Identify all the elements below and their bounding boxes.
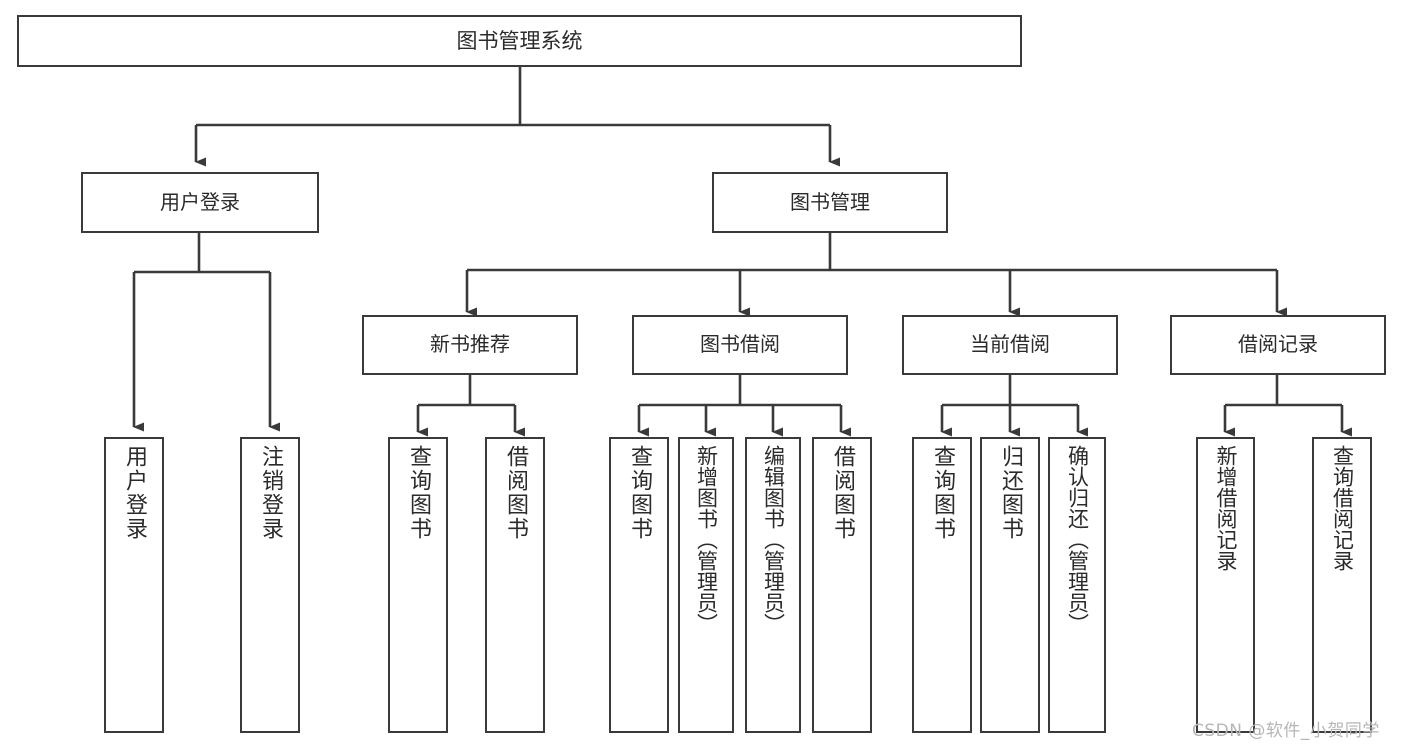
node-leaf-br-add-book-label: 新增图书（管理员） bbox=[694, 445, 719, 634]
node-leaf-rc-add-record-label: 新增借阅记录 bbox=[1214, 445, 1238, 571]
node-leaf-nb-query-book-label: 查询图书 bbox=[406, 445, 431, 541]
node-leaf-br-borrow-book-label: 借阅图书 bbox=[830, 445, 855, 541]
node-borrow-record[interactable]: 借阅记录 bbox=[1170, 315, 1386, 375]
node-leaf-logout-label: 注销登录 bbox=[258, 445, 283, 541]
node-current-borrow-label: 当前借阅 bbox=[970, 332, 1050, 357]
node-leaf-cb-return-book-label: 归还图书 bbox=[998, 445, 1023, 541]
node-user-login[interactable]: 用户登录 bbox=[81, 172, 319, 233]
node-current-borrow[interactable]: 当前借阅 bbox=[902, 315, 1118, 375]
node-book-management[interactable]: 图书管理 bbox=[712, 172, 948, 233]
node-root-system[interactable]: 图书管理系统 bbox=[17, 15, 1022, 67]
node-borrow-record-label: 借阅记录 bbox=[1238, 332, 1318, 357]
node-leaf-cb-confirm-return-label: 确认归还（管理员） bbox=[1065, 445, 1090, 634]
node-root-system-label: 图书管理系统 bbox=[456, 28, 583, 53]
node-leaf-br-query-book-label: 查询图书 bbox=[627, 445, 652, 541]
node-leaf-nb-borrow-book-label: 借阅图书 bbox=[503, 445, 528, 541]
node-new-book-recommend-label: 新书推荐 bbox=[430, 332, 510, 357]
node-book-borrow[interactable]: 图书借阅 bbox=[632, 315, 848, 375]
node-leaf-rc-query-record-label: 查询借阅记录 bbox=[1330, 445, 1355, 571]
node-leaf-cb-query-book-label: 查询图书 bbox=[930, 445, 955, 541]
node-leaf-cb-return-book[interactable]: 归还图书 bbox=[980, 437, 1040, 733]
node-book-management-label: 图书管理 bbox=[790, 189, 870, 214]
node-leaf-br-query-book[interactable]: 查询图书 bbox=[609, 437, 669, 733]
node-leaf-br-add-book[interactable]: 新增图书（管理员） bbox=[678, 437, 734, 733]
node-leaf-br-borrow-book[interactable]: 借阅图书 bbox=[812, 437, 872, 733]
node-book-borrow-label: 图书借阅 bbox=[700, 332, 780, 357]
node-leaf-rc-query-record[interactable]: 查询借阅记录 bbox=[1312, 437, 1372, 733]
node-leaf-rc-add-record[interactable]: 新增借阅记录 bbox=[1196, 437, 1255, 733]
node-leaf-br-edit-book-label: 编辑图书（管理员） bbox=[761, 445, 786, 634]
node-user-login-label: 用户登录 bbox=[160, 189, 240, 214]
node-leaf-cb-query-book[interactable]: 查询图书 bbox=[912, 437, 972, 733]
node-new-book-recommend[interactable]: 新书推荐 bbox=[362, 315, 578, 375]
node-leaf-user-login[interactable]: 用户登录 bbox=[104, 437, 164, 733]
node-leaf-user-login-label: 用户登录 bbox=[122, 445, 147, 541]
node-leaf-br-edit-book[interactable]: 编辑图书（管理员） bbox=[745, 437, 801, 733]
node-leaf-nb-query-book[interactable]: 查询图书 bbox=[388, 437, 448, 733]
node-leaf-logout[interactable]: 注销登录 bbox=[240, 437, 300, 733]
node-leaf-cb-confirm-return[interactable]: 确认归还（管理员） bbox=[1048, 437, 1106, 733]
node-leaf-nb-borrow-book[interactable]: 借阅图书 bbox=[485, 437, 545, 733]
